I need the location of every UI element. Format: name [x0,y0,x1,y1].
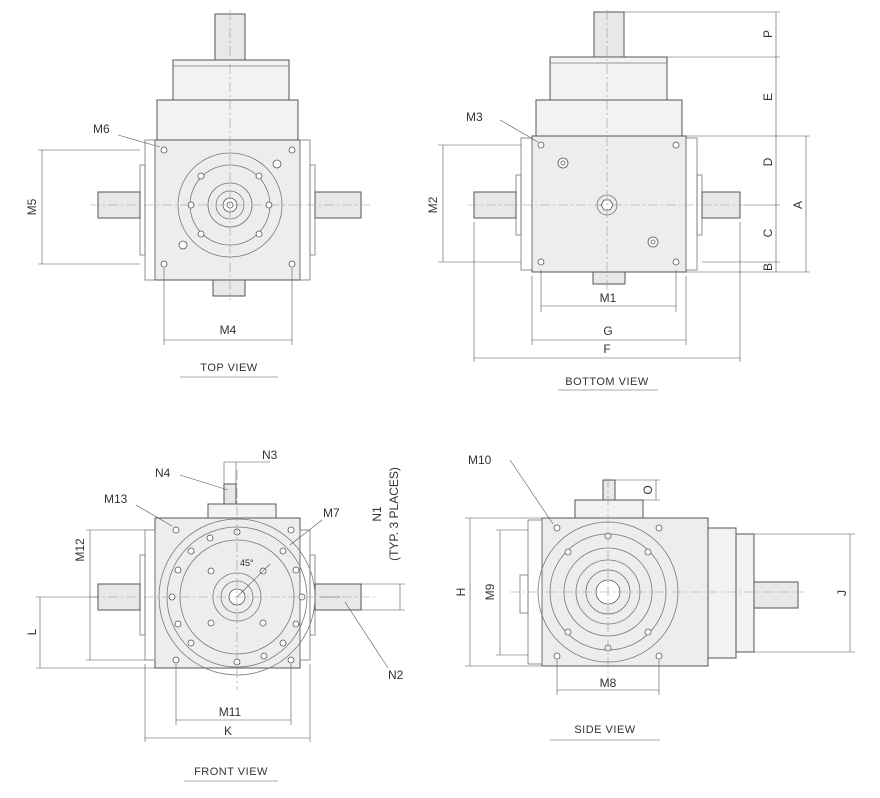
label-a: A [791,201,805,209]
label-d: D [761,157,775,166]
title-bottom-view: BOTTOM VIEW [565,376,649,388]
label-m9: M9 [483,583,497,600]
title-side-view: SIDE VIEW [574,724,635,736]
title-front-view: FRONT VIEW [194,766,268,778]
label-m13: M13 [104,492,128,506]
label-m4: M4 [220,323,237,337]
bottom-view [438,10,810,391]
label-m10: M10 [468,453,492,467]
label-m6: M6 [93,122,110,136]
label-n4: N4 [155,466,171,480]
title-top-view: TOP VIEW [200,362,258,374]
label-n2: N2 [388,668,404,682]
label-o: O [641,485,655,494]
label-f: F [603,342,610,356]
label-c: C [761,228,775,237]
label-b: B [761,263,775,271]
side-view [465,459,855,741]
label-h: H [454,588,468,597]
label-j: J [835,590,849,596]
label-m2: M2 [426,196,440,213]
label-m12: M12 [73,538,87,562]
label-n1-note: (TYP. 3 PLACES) [387,467,401,561]
label-l: L [25,628,39,635]
label-45-degrees: 45° [240,558,254,568]
label-m7: M7 [323,506,340,520]
front-view [36,461,405,782]
label-m5: M5 [25,198,39,215]
label-m3: M3 [466,110,483,124]
label-n1: N1 [370,506,384,522]
label-p: P [761,30,775,38]
label-m11: M11 [219,705,242,719]
top-view [38,10,370,378]
label-m8: M8 [600,676,617,690]
label-n3: N3 [262,448,278,462]
label-e: E [761,93,775,101]
label-k: K [224,724,232,738]
label-m1: M1 [600,291,617,305]
label-g: G [603,324,612,338]
